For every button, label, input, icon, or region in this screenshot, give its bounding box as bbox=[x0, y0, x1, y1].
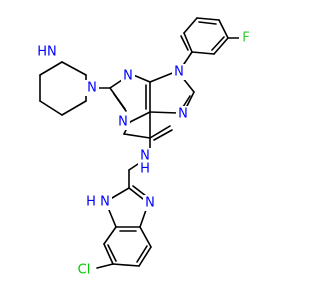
bond bbox=[211, 36, 225, 51]
benzimidazole-h-label: H bbox=[86, 195, 96, 210]
bond bbox=[182, 95, 191, 108]
atom-label-layer: HN N N N N N N H H N N F Cl bbox=[34, 30, 253, 278]
bond bbox=[185, 91, 195, 109]
bond bbox=[113, 93, 127, 112]
bond bbox=[61, 61, 87, 76]
bond bbox=[103, 226, 117, 245]
bond-layer bbox=[39, 17, 241, 269]
bond bbox=[139, 209, 147, 228]
benzimidazole-n-label: N bbox=[145, 196, 155, 211]
piperazine-n-label: N bbox=[87, 81, 97, 96]
bond bbox=[128, 187, 144, 200]
bond bbox=[149, 111, 179, 114]
bond bbox=[103, 243, 114, 265]
bond bbox=[138, 246, 152, 267]
bond bbox=[153, 129, 173, 141]
bond bbox=[183, 32, 193, 53]
bond bbox=[39, 100, 63, 116]
bond bbox=[107, 244, 117, 262]
bond bbox=[132, 185, 147, 197]
amine-n-label: N bbox=[140, 149, 150, 164]
bond bbox=[108, 209, 117, 228]
amine-h-label: H bbox=[140, 162, 150, 177]
bond bbox=[112, 263, 140, 267]
purine-n7-label: N bbox=[178, 107, 188, 122]
bond bbox=[191, 51, 215, 55]
fluorine-label: F bbox=[242, 31, 249, 46]
bond bbox=[218, 19, 229, 39]
bond bbox=[183, 17, 198, 34]
chemical-structure-diagram: HN N N N N N N H H N N F Cl bbox=[34, 17, 253, 278]
bond bbox=[180, 35, 189, 51]
bond bbox=[149, 125, 171, 139]
bond bbox=[39, 61, 63, 76]
benzimidazole-nh-label: N bbox=[100, 195, 110, 210]
bond bbox=[129, 111, 151, 123]
chlorine-label: Cl bbox=[78, 263, 91, 278]
bond bbox=[139, 226, 152, 248]
bond bbox=[196, 17, 220, 21]
bond bbox=[123, 133, 151, 139]
piperazine-nh-label: HN bbox=[37, 45, 57, 60]
bond bbox=[136, 245, 148, 263]
purine-n1-label: N bbox=[118, 115, 128, 130]
bond bbox=[111, 187, 130, 199]
purine-n9-label: N bbox=[174, 65, 184, 80]
bond bbox=[213, 37, 229, 55]
bond bbox=[149, 71, 176, 83]
purine-n3-label: N bbox=[123, 69, 133, 84]
bond bbox=[61, 100, 87, 116]
bond bbox=[96, 263, 114, 269]
bond bbox=[198, 21, 217, 25]
